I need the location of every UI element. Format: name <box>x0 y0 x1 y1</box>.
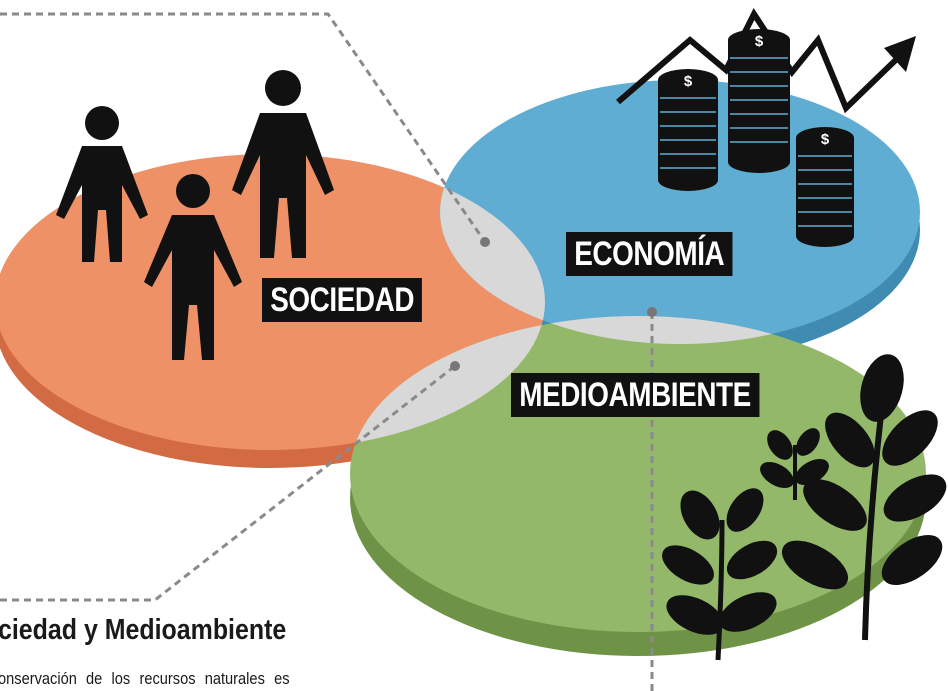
people-icon <box>56 70 334 360</box>
leader-dot-bottom <box>450 361 460 371</box>
leader-line-bottom <box>0 364 456 602</box>
svg-text:$: $ <box>821 131 830 148</box>
leader-dot-top <box>480 237 490 247</box>
svg-text:$: $ <box>684 73 693 90</box>
society-label: SOCIEDAD <box>262 278 423 322</box>
coin-stacks-icon: $ $ $ <box>658 29 854 247</box>
svg-text:$: $ <box>755 33 764 50</box>
leader-dot-vertical <box>647 307 657 317</box>
plants-icon <box>662 354 947 661</box>
economy-label: ECONOMÍA <box>566 232 733 276</box>
leader-line-top <box>0 12 487 243</box>
caption-text: onservación de los recursos naturales es <box>0 669 290 688</box>
caption-title: ciedad y Medioambiente <box>0 614 287 646</box>
environment-label: MEDIOAMBIENTE <box>511 373 760 417</box>
